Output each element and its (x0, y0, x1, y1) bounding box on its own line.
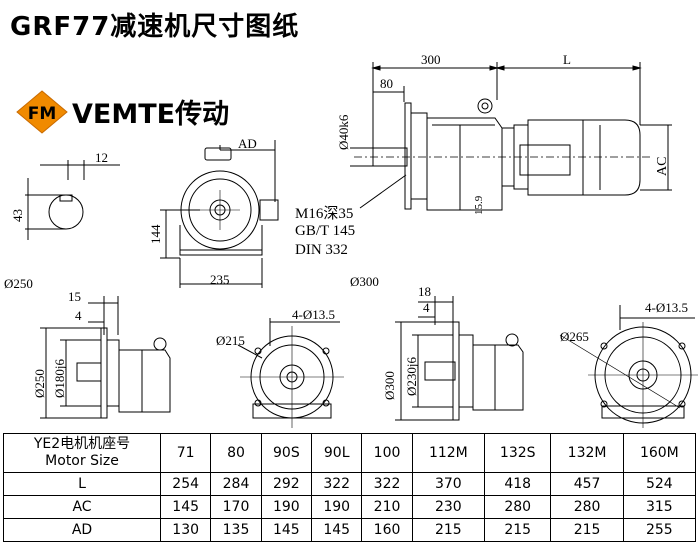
motor-size-cell: 100 (361, 433, 413, 473)
table-cell: 370 (411, 472, 485, 496)
row-label: AD (3, 518, 161, 542)
dim-4-right: 4 (423, 300, 430, 315)
table-cell: 230 (411, 495, 485, 519)
table-cell: 215 (483, 518, 552, 542)
dim-15: 15 (68, 289, 81, 304)
dim-phi265: Ø265 (560, 329, 589, 344)
table-cell: 160 (361, 518, 413, 542)
dim-AD: AD (238, 136, 257, 151)
motor-size-cell: 132M (550, 433, 624, 473)
table-cell: 280 (550, 495, 624, 519)
motor-size-table: YE2电机机座号 Motor Size 71 80 90S 90L 100 11… (3, 433, 697, 542)
dim-holes-left: 4-Ø13.5 (292, 307, 335, 322)
note-thread: M16深35 (295, 206, 354, 222)
table-cell: 130 (159, 518, 212, 542)
dim-shaft-diameter: Ø40k6 (336, 114, 351, 150)
table-cell: 215 (411, 518, 485, 542)
vemte-logo-icon: FM (16, 90, 68, 134)
table-header-label: YE2电机机座号 Motor Size (3, 433, 161, 473)
motor-size-cell: 80 (210, 433, 262, 473)
table-cell: 322 (361, 472, 413, 496)
dim-43: 43 (10, 209, 25, 222)
table-cell: 292 (260, 472, 313, 496)
table-cell: 190 (260, 495, 313, 519)
table-cell: 170 (210, 495, 262, 519)
dim-phi215: Ø215 (216, 333, 245, 348)
variant-250-label: Ø250 (4, 276, 33, 291)
table-row: L 254 284 292 322 322 370 418 457 524 (3, 472, 697, 496)
motor-size-cell: 112M (411, 433, 485, 473)
row-label: AC (3, 495, 161, 519)
dim-4-left: 4 (75, 308, 82, 323)
table-cell: 524 (622, 472, 697, 496)
table-cell: 210 (361, 495, 413, 519)
dim-holes-right: 4-Ø13.5 (645, 300, 688, 315)
svg-text:FM: FM (28, 104, 57, 124)
table-cell: 145 (311, 518, 363, 542)
dim-15-9: 15.9 (473, 195, 485, 215)
variant-300-label: Ø300 (350, 274, 379, 289)
dim-phi250: Ø250 (32, 369, 47, 398)
motor-size-cell: 71 (159, 433, 212, 473)
table-cell: 284 (210, 472, 262, 496)
header-label-cn: YE2电机机座号 (33, 436, 131, 452)
dim-144: 144 (148, 224, 163, 245)
motor-size-cell: 90L (311, 433, 363, 473)
table-header-row: YE2电机机座号 Motor Size 71 80 90S 90L 100 11… (3, 433, 697, 473)
table-cell: 254 (159, 472, 212, 496)
dim-300: 300 (421, 52, 441, 67)
motor-size-cell: 132S (483, 433, 552, 473)
row-label: L (3, 472, 161, 496)
table-cell: 215 (550, 518, 624, 542)
dim-L: L (563, 52, 571, 67)
table-row: AC 145 170 190 190 210 230 280 280 315 (3, 495, 697, 519)
note-gbt: GB/T 145 (295, 223, 356, 239)
table-cell: 280 (483, 495, 552, 519)
motor-size-cell: 90S (260, 433, 313, 473)
dim-AC: AC (655, 156, 670, 176)
table-cell: 190 (311, 495, 363, 519)
dim-phi230j6: Ø230j6 (404, 357, 419, 396)
table-cell: 255 (622, 518, 697, 542)
motor-size-cell: 160M (622, 433, 697, 473)
dim-phi300: Ø300 (382, 371, 397, 400)
dim-phi180j6: Ø180j6 (52, 359, 67, 398)
note-din: DIN 332 (295, 242, 348, 258)
table-row: AD 130 135 145 145 160 215 215 215 255 (3, 518, 697, 542)
page-title: GRF77减速机尺寸图纸 (10, 12, 300, 42)
table-cell: 145 (260, 518, 313, 542)
table-cell: 145 (159, 495, 212, 519)
dim-80: 80 (380, 76, 393, 91)
table-cell: 418 (483, 472, 552, 496)
header-label-en: Motor Size (45, 453, 119, 469)
dim-18: 18 (418, 284, 431, 299)
table-cell: 322 (311, 472, 363, 496)
table-cell: 135 (210, 518, 262, 542)
table-cell: 457 (550, 472, 624, 496)
brand-name: VEMTE传动 (72, 99, 230, 130)
table-cell: 315 (622, 495, 697, 519)
dim-235: 235 (210, 272, 230, 287)
dim-12: 12 (95, 150, 108, 165)
